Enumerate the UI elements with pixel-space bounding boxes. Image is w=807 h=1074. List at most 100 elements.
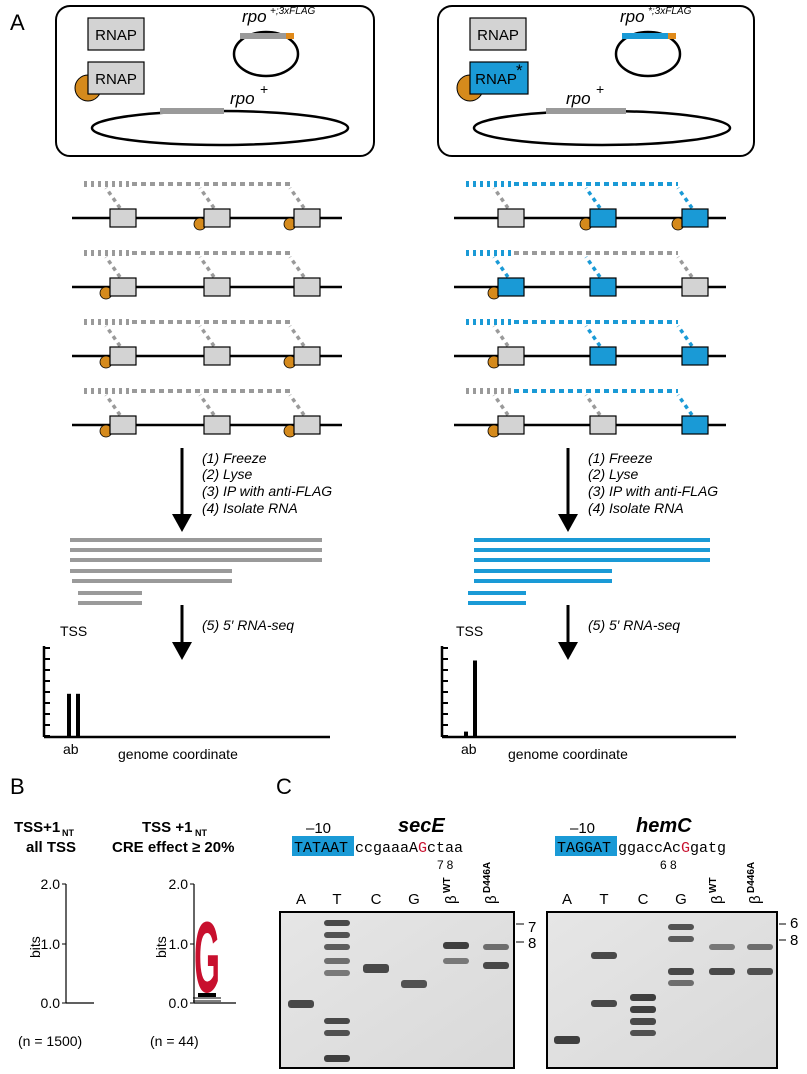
y-axis-label: bits — [27, 936, 43, 958]
rnap-on-dna — [109, 208, 137, 228]
transcript-connector — [492, 324, 510, 348]
y-tick-label: 0.0 — [41, 995, 61, 1011]
y-tick-label: 1.0 — [169, 936, 189, 952]
step-text: (3) IP with anti-FLAG — [588, 483, 718, 499]
step-text: (4) Isolate RNA — [202, 500, 298, 516]
y-tick-label: 1.0 — [41, 936, 61, 952]
gel-band — [591, 952, 617, 959]
gel-band — [709, 968, 735, 975]
gene-name: secE — [398, 815, 445, 837]
transcription-rows-wt — [72, 181, 342, 438]
y-ticks — [442, 647, 448, 737]
transcript-connector — [104, 324, 122, 348]
minus10-box — [292, 836, 354, 856]
tss-plot-mutant: TSS ab genome coordinate — [440, 623, 736, 762]
logo-all-tss: TSS+1 NT all TSS 2.0 1.0 0.0 bits (n = 1… — [14, 819, 94, 1049]
rnap-on-dna — [293, 346, 321, 366]
rnap-star-sup: * — [516, 61, 523, 80]
seq-arrow-left — [172, 605, 192, 660]
gel-band — [554, 1036, 580, 1044]
gel-image — [546, 911, 778, 1069]
gel-band — [668, 924, 694, 930]
logo-n: (n = 44) — [150, 1033, 199, 1049]
gel-band — [324, 958, 350, 964]
gel-band — [324, 944, 350, 950]
transcript-connector — [492, 393, 510, 417]
transcript-connector — [198, 255, 216, 279]
rnap-on-dna — [497, 346, 525, 366]
gel-band — [630, 1030, 656, 1036]
y-axis-label: bits — [153, 936, 169, 958]
lane-label-beta-d446a: β D446A — [482, 862, 500, 904]
gel-band — [630, 1006, 656, 1013]
lane-label-beta-wt: β WT — [708, 877, 726, 904]
plasmid-gene-sup: +;3xFLAG — [270, 6, 316, 17]
rnap-label: RNAP — [95, 27, 137, 44]
svg-text:D446A: D446A — [746, 862, 757, 893]
position-labels: 78 — [437, 858, 456, 872]
gel-band — [324, 920, 350, 926]
gel-band — [324, 1055, 350, 1062]
rnap-on-dna — [589, 277, 617, 297]
gel-band — [668, 968, 694, 975]
transcript-connector — [198, 393, 216, 417]
chrom-gene-label: rpo — [230, 89, 255, 108]
position-labels: 6 8 — [660, 858, 677, 872]
minus10-label: –10 — [306, 820, 331, 837]
rnap-on-dna — [497, 415, 525, 435]
chromosome — [472, 109, 732, 147]
plasmid-gene-label: rpo — [620, 7, 645, 26]
gel-hemC: –10 hemC TAGGAT ggaccAcGgatg 6 8 A T C G… — [546, 815, 798, 1069]
transcript-connector — [288, 255, 306, 279]
logo-cre-tss: TSS +1 NT CRE effect ≥ 20% 2.0 1.0 0.0 b… — [112, 819, 236, 1049]
band-label: 8 — [790, 932, 798, 949]
logo-title-sub: NT — [195, 828, 207, 838]
transcript-connector — [104, 255, 122, 279]
transcript-connector — [492, 186, 510, 210]
tss-plot-wt: TSS ab genome coordinate — [42, 623, 330, 762]
band-label: 6 — [790, 915, 798, 932]
logo-subtitle: all TSS — [26, 839, 76, 856]
svg-text:D446A: D446A — [482, 862, 493, 893]
gel-band — [747, 944, 773, 950]
step-text: (1) Freeze — [202, 450, 267, 466]
lane-label: A — [562, 891, 572, 908]
gel-bands — [288, 920, 509, 1062]
rnap-on-dna — [589, 346, 617, 366]
x-axis-label: genome coordinate — [508, 746, 628, 762]
transcript-connector — [492, 255, 510, 279]
gel-band — [630, 1018, 656, 1025]
lane-label-beta-wt: β WT — [442, 877, 460, 904]
rnap-on-dna — [203, 346, 231, 366]
protocol-steps-left: (1) Freeze (2) Lyse (3) IP with anti-FLA… — [202, 450, 332, 516]
protocol-steps-right: (1) Freeze (2) Lyse (3) IP with anti-FLA… — [588, 450, 718, 516]
svg-text:WT: WT — [442, 877, 453, 893]
gel-band — [668, 980, 694, 986]
tss-bar-a — [67, 693, 71, 737]
lane-label: T — [332, 891, 341, 908]
rnap-box-top-left — [87, 17, 145, 51]
panel-label-c: C — [276, 774, 292, 799]
rnap-on-dna — [109, 346, 137, 366]
transcript-connector — [584, 255, 602, 279]
logo-title: TSS+1 — [14, 819, 60, 836]
rna-bars-wt — [70, 538, 322, 605]
transcription-rows-mutant — [454, 181, 726, 438]
lane-label-beta-d446a: β D446A — [746, 862, 764, 904]
rnap-on-dna — [589, 415, 617, 435]
chrom-gene-sup: + — [260, 81, 268, 97]
gel-band — [443, 958, 469, 964]
rna-bars-mutant — [468, 538, 710, 605]
logo-subtitle: CRE effect ≥ 20% — [112, 839, 234, 856]
lane-label: C — [371, 891, 382, 908]
transcript-connector — [676, 186, 694, 210]
rnap-on-dna — [497, 208, 525, 228]
svg-text:β: β — [443, 895, 460, 904]
cell-mutant: RNAP RNAP * rpo *;3xFLAG rpo + — [437, 5, 755, 157]
tss-bar-b — [76, 693, 80, 737]
chrom-gene-label: rpo — [566, 89, 591, 108]
transcript-connector — [288, 324, 306, 348]
y-tick-label: 2.0 — [169, 876, 189, 892]
step-text: (2) Lyse — [588, 466, 639, 482]
gel-band — [288, 1000, 314, 1008]
